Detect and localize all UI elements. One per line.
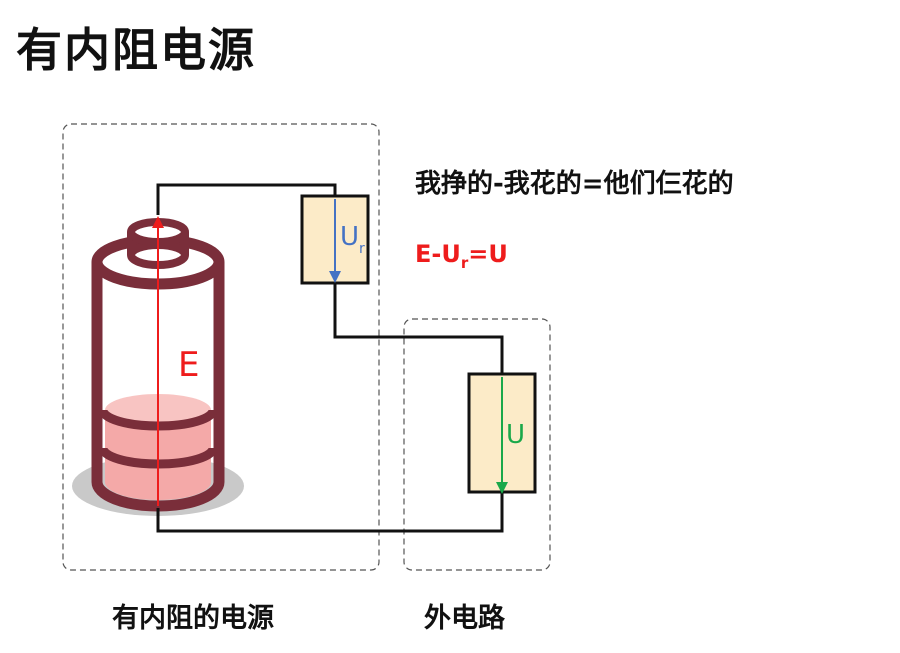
page-title: 有内阻电源 [16,23,256,77]
external-boundary [403,318,551,571]
source-boundary [62,123,380,571]
external-caption: 外电路 [424,603,505,634]
internal-voltage-label: Ur [340,222,365,257]
source-caption: 有内阻的电源 [112,603,274,634]
emf-label: E [178,345,200,385]
voltage-formula: E-Ur=U [415,240,508,272]
circuit-wires [156,183,504,533]
analogy-text: 我挣的-我花的=他们仨花的 [415,169,734,199]
external-voltage-label: U [506,420,526,450]
